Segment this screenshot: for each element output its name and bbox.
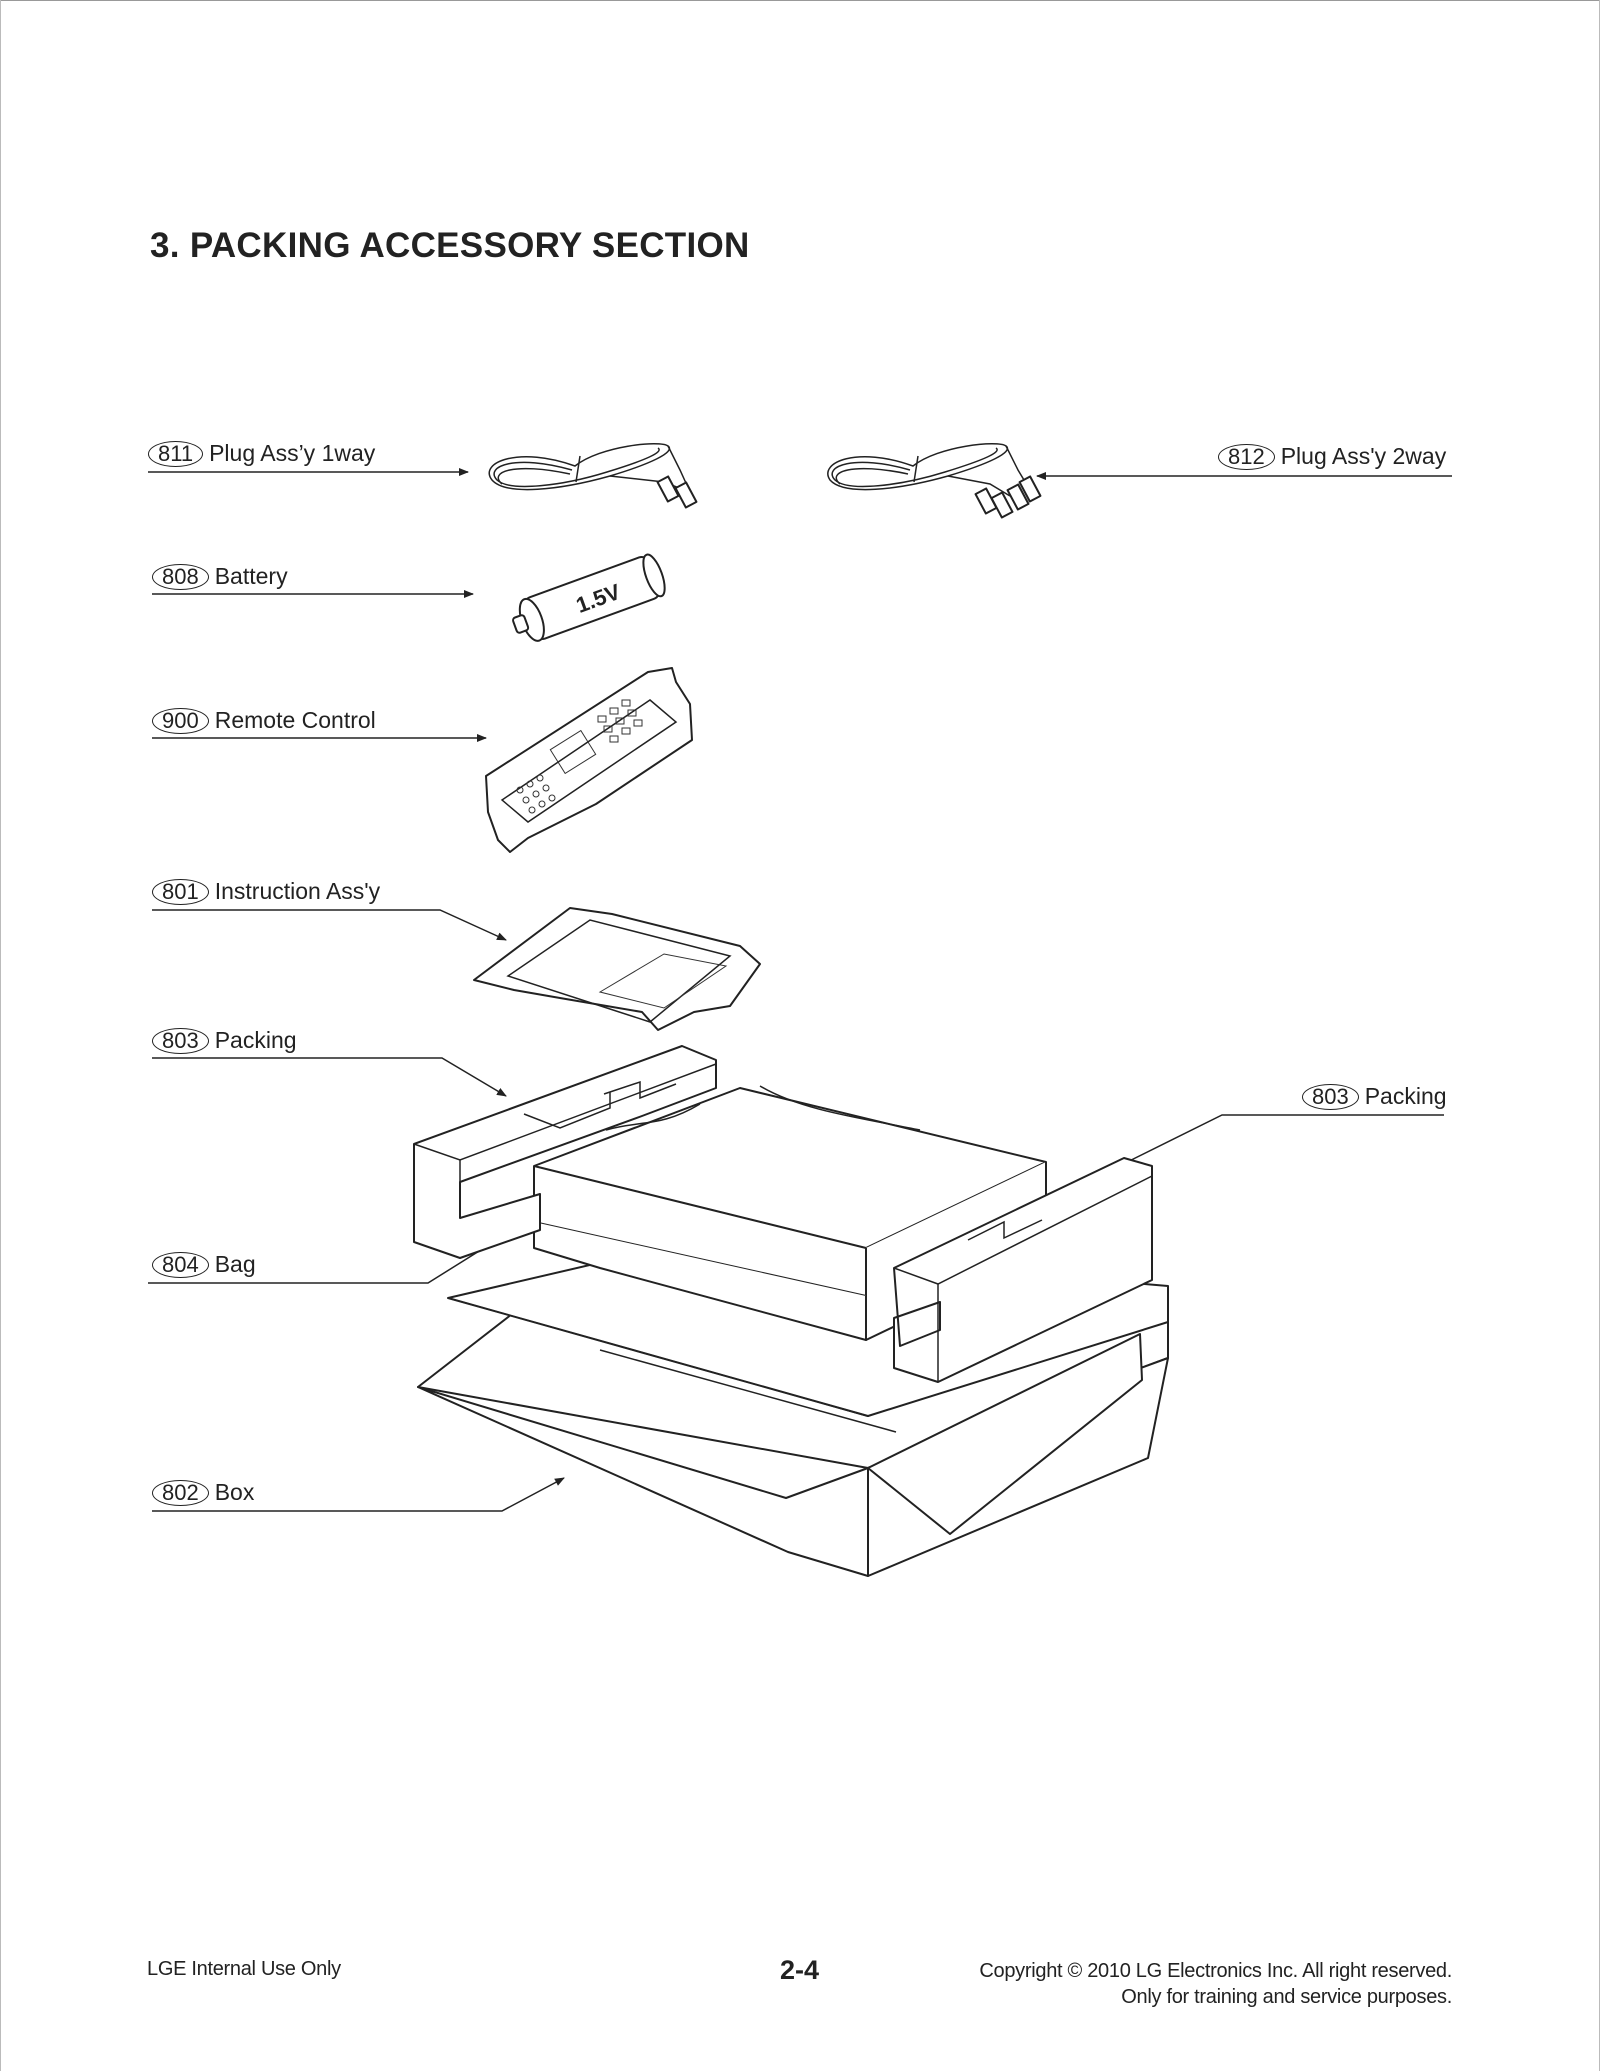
part-number: 808 bbox=[152, 563, 209, 590]
callout-811: 811 Plug Ass’y 1way bbox=[148, 440, 375, 467]
section-title: 3. PACKING ACCESSORY SECTION bbox=[150, 226, 750, 265]
callout-812: 812 Plug Ass'y 2way bbox=[1218, 443, 1446, 470]
leader-802 bbox=[152, 1477, 565, 1512]
callout-808: 808 Battery bbox=[152, 563, 288, 590]
copyright-line: Copyright © 2010 LG Electronics Inc. All… bbox=[979, 1960, 1452, 1982]
purpose-line: Only for training and service purposes. bbox=[1121, 1986, 1452, 2008]
leader-lines bbox=[148, 468, 1452, 1512]
battery-illustration: 1.5V bbox=[512, 553, 666, 642]
part-number: 812 bbox=[1218, 443, 1275, 470]
callout-803-left: 803 Packing bbox=[152, 1027, 297, 1054]
box-illustration bbox=[417, 1243, 1169, 1577]
leader-801 bbox=[152, 909, 507, 941]
part-number: 900 bbox=[152, 707, 209, 734]
packing-right-illustration bbox=[893, 1157, 1153, 1383]
part-number: 811 bbox=[148, 440, 204, 467]
part-label: Plug Ass'y 2way bbox=[1280, 443, 1447, 469]
leader-803-right bbox=[1102, 1114, 1444, 1175]
instruction-manual-illustration bbox=[473, 907, 761, 1031]
footer-internal-use: LGE Internal Use Only bbox=[147, 1958, 341, 1980]
callout-900: 900 Remote Control bbox=[152, 707, 376, 734]
part-label: Packing bbox=[214, 1027, 297, 1053]
part-number: 803 bbox=[1302, 1083, 1359, 1110]
page-border-left bbox=[0, 0, 1, 2071]
footer-copyright: Copyright © 2010 LG Electronics Inc. All… bbox=[979, 1958, 1452, 2010]
plug-2way-illustration bbox=[827, 443, 1042, 519]
callout-803-right: 803 Packing bbox=[1302, 1083, 1447, 1110]
callout-802: 802 Box bbox=[152, 1479, 254, 1506]
part-label: Box bbox=[214, 1479, 255, 1505]
part-number: 803 bbox=[152, 1027, 209, 1054]
leader-803-left bbox=[152, 1057, 507, 1097]
part-label: Battery bbox=[214, 563, 288, 589]
part-number: 801 bbox=[152, 878, 209, 905]
part-label: Packing bbox=[1364, 1083, 1447, 1109]
page-number: 2-4 bbox=[780, 1955, 820, 1985]
callout-801: 801 Instruction Ass'y bbox=[152, 878, 380, 905]
part-label: Plug Ass’y 1way bbox=[209, 440, 376, 466]
packing-left-illustration bbox=[413, 1045, 717, 1259]
callout-804: 804 Bag bbox=[152, 1251, 256, 1278]
part-number: 802 bbox=[152, 1479, 209, 1506]
remote-control-illustration bbox=[485, 667, 693, 853]
page-border-top bbox=[0, 0, 1600, 1]
part-label: Instruction Ass'y bbox=[214, 878, 381, 904]
plug-1way-illustration bbox=[488, 443, 698, 509]
part-label: Remote Control bbox=[214, 707, 376, 733]
part-label: Bag bbox=[214, 1251, 256, 1277]
part-number: 804 bbox=[152, 1251, 209, 1278]
